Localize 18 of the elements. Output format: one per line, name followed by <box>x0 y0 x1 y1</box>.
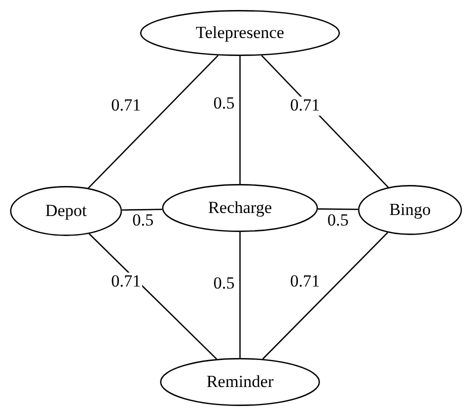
connector-line <box>122 208 162 211</box>
node-label: Recharge <box>208 198 272 218</box>
node-label: Reminder <box>206 372 274 392</box>
connector-line <box>262 232 388 360</box>
edge-label: 0.71 <box>289 96 321 116</box>
connector-line <box>88 233 218 360</box>
ellipse-node <box>162 184 318 232</box>
ellipse-node <box>358 185 462 235</box>
ellipse-node <box>160 358 320 406</box>
node-label: Depot <box>45 201 87 221</box>
node-label: Telepresence <box>196 23 284 43</box>
connector-line <box>88 54 219 189</box>
node-label: Bingo <box>389 200 431 220</box>
connector-line <box>318 208 358 210</box>
connector-line <box>239 56 241 184</box>
ellipse-node <box>140 10 340 56</box>
connector-line <box>239 232 241 358</box>
ellipse-node <box>10 186 122 236</box>
